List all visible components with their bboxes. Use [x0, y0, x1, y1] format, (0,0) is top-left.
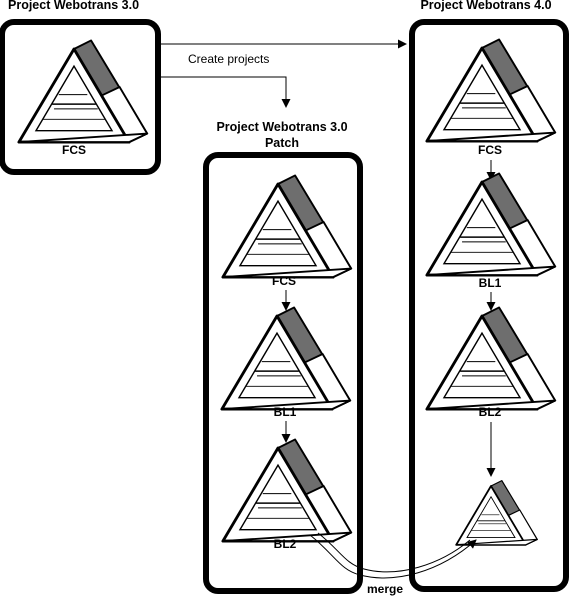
project-40-bl1-pyramid [425, 172, 557, 277]
project-40-merged-pyramid [455, 479, 539, 546]
project-30-frame [0, 19, 161, 175]
project-30-title: Project Webotrans 3.0 [8, 0, 139, 12]
project-40-bl2-pyramid [425, 306, 557, 411]
patch-bl1-pyramid [220, 306, 352, 411]
project-40-frame [409, 19, 569, 592]
project-40-title: Project Webotrans 4.0 [420, 0, 551, 12]
patch-bl2-label: BL2 [274, 537, 297, 551]
create-arrow-to-patch [158, 76, 291, 108]
patch-title-line2: Patch [265, 136, 299, 150]
project-30-fcs-pyramid [17, 39, 149, 144]
patch-fcs-pyramid [221, 174, 353, 279]
merge-label: merge [367, 582, 403, 596]
create-projects-label: Create projects [188, 52, 269, 66]
merge-arrow-inner [317, 532, 471, 573]
project-40-bl2-label: BL2 [479, 405, 502, 419]
patch-frame [203, 152, 363, 594]
patch-bl2-pyramid [221, 438, 353, 543]
project-40-fcs-pyramid [425, 38, 557, 143]
merge-arrow [309, 534, 477, 579]
patch-bl1-label: BL1 [274, 405, 297, 419]
patch-fcs-label: FCS [272, 274, 296, 288]
project-40-fcs-label: FCS [478, 143, 502, 157]
project-40-bl1-label: BL1 [479, 276, 502, 290]
project-30-fcs-label: FCS [62, 143, 86, 157]
patch-title-line1: Project Webotrans 3.0 [216, 120, 347, 134]
